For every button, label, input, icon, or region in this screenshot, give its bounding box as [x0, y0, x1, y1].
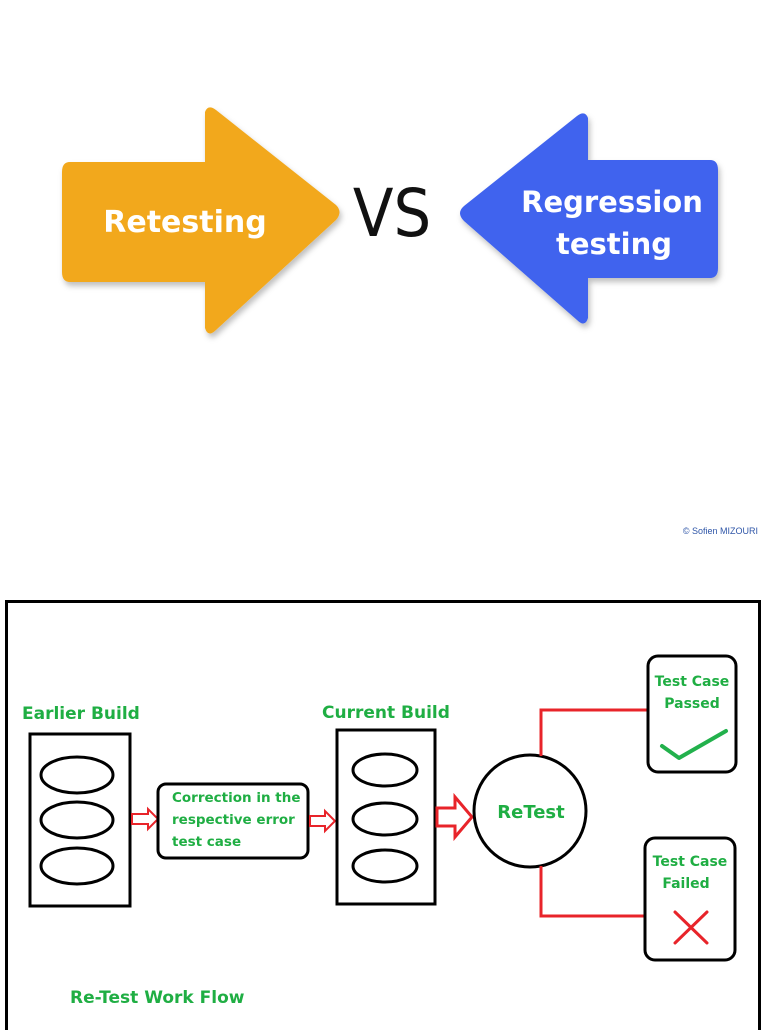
regression-label-line1: Regression	[521, 185, 703, 219]
retesting-label: Retesting	[103, 205, 266, 240]
vs-label: VS	[353, 175, 431, 252]
banner: Retesting VS Regression testing	[62, 107, 718, 334]
retesting-arrow	[62, 107, 340, 334]
regression-label-line2: testing	[556, 227, 672, 261]
regression-testing-arrow	[460, 113, 718, 324]
workflow-frame	[5, 600, 761, 1030]
copyright-text: © Sofien MIZOURI	[682, 526, 758, 536]
